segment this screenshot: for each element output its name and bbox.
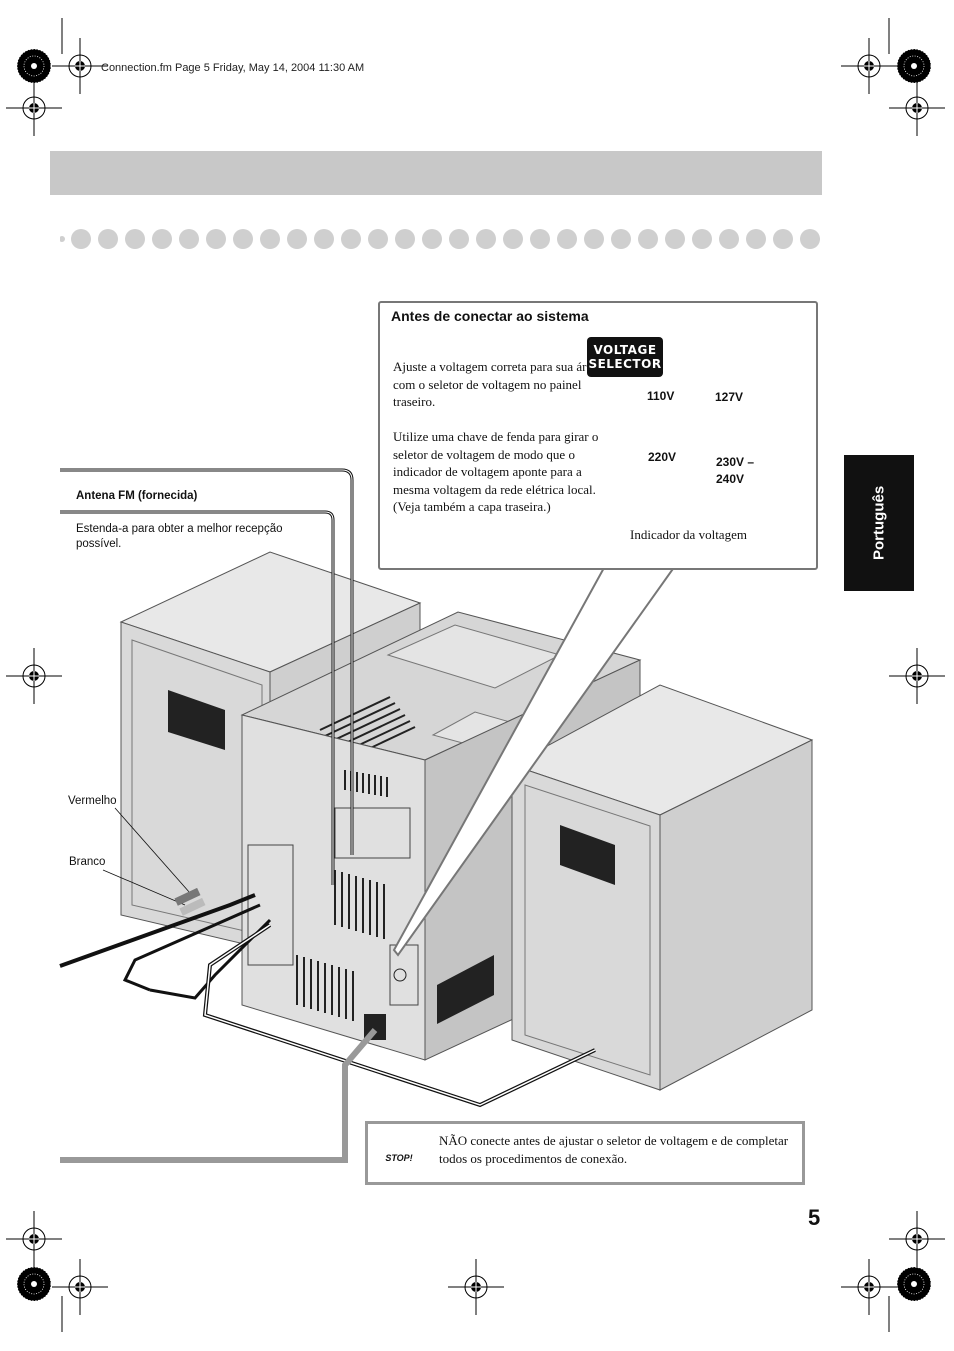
- star-mark-icon: [896, 48, 932, 84]
- callout-paragraph-1: Ajuste a voltagem correta para sua área …: [393, 359, 599, 409]
- language-tab-bg: [844, 455, 914, 591]
- page-number: 5: [808, 1205, 821, 1230]
- warning-box: [365, 1121, 805, 1185]
- registration-mark-icon: [888, 79, 946, 137]
- antenna-title: Antena FM (fornecida): [76, 490, 198, 502]
- warning-text: NÃO conecte antes de ajustar o seletor d…: [439, 1133, 789, 1166]
- antenna-description: Estenda-a para obter a melhor recepção p…: [76, 523, 283, 550]
- language-tab: Português: [870, 485, 888, 561]
- indicator-label: Indicador da voltagem: [630, 527, 747, 542]
- registration-mark-icon: [5, 647, 63, 705]
- star-mark-icon: [16, 48, 52, 84]
- registration-mark-icon: [447, 1258, 505, 1316]
- dot-row-divider: [60, 229, 820, 249]
- label-230v: 230V –: [716, 455, 755, 469]
- stop-icon-text: STOP!: [385, 1153, 413, 1163]
- label-240v: 240V: [716, 472, 745, 486]
- star-mark-icon: [896, 1266, 932, 1302]
- registration-mark-icon: [888, 647, 946, 705]
- registration-mark-icon: [5, 79, 63, 137]
- label-127v: 127V: [715, 390, 744, 404]
- registration-mark-icon: [51, 1258, 109, 1316]
- registration-mark-icon: [888, 1210, 946, 1268]
- white-cable-label: Branco: [69, 856, 106, 868]
- rca-plug: [174, 887, 206, 916]
- callout-paragraph-2: Utilize uma chave de fenda para girar o …: [393, 429, 599, 514]
- file-info-header: Connection.fm Page 5 Friday, May 14, 200…: [101, 62, 365, 74]
- badge-line-1: VOLTAGE: [593, 343, 657, 357]
- right-speaker: [437, 684, 814, 1091]
- label-110v: 110V: [647, 389, 675, 403]
- label-220v: 220V: [648, 450, 677, 464]
- red-cable-label: Vermelho: [68, 795, 117, 807]
- star-mark-icon: [16, 1266, 52, 1302]
- badge-line-2: SELECTOR: [588, 357, 662, 371]
- callout-title: Antes de conectar ao sistema: [391, 308, 589, 324]
- voltage-selector-badge: VOLTAGE SELECTOR: [587, 337, 663, 377]
- registration-mark-icon: [5, 1210, 63, 1268]
- header-band: [50, 151, 822, 195]
- registration-mark-icon: [51, 37, 109, 95]
